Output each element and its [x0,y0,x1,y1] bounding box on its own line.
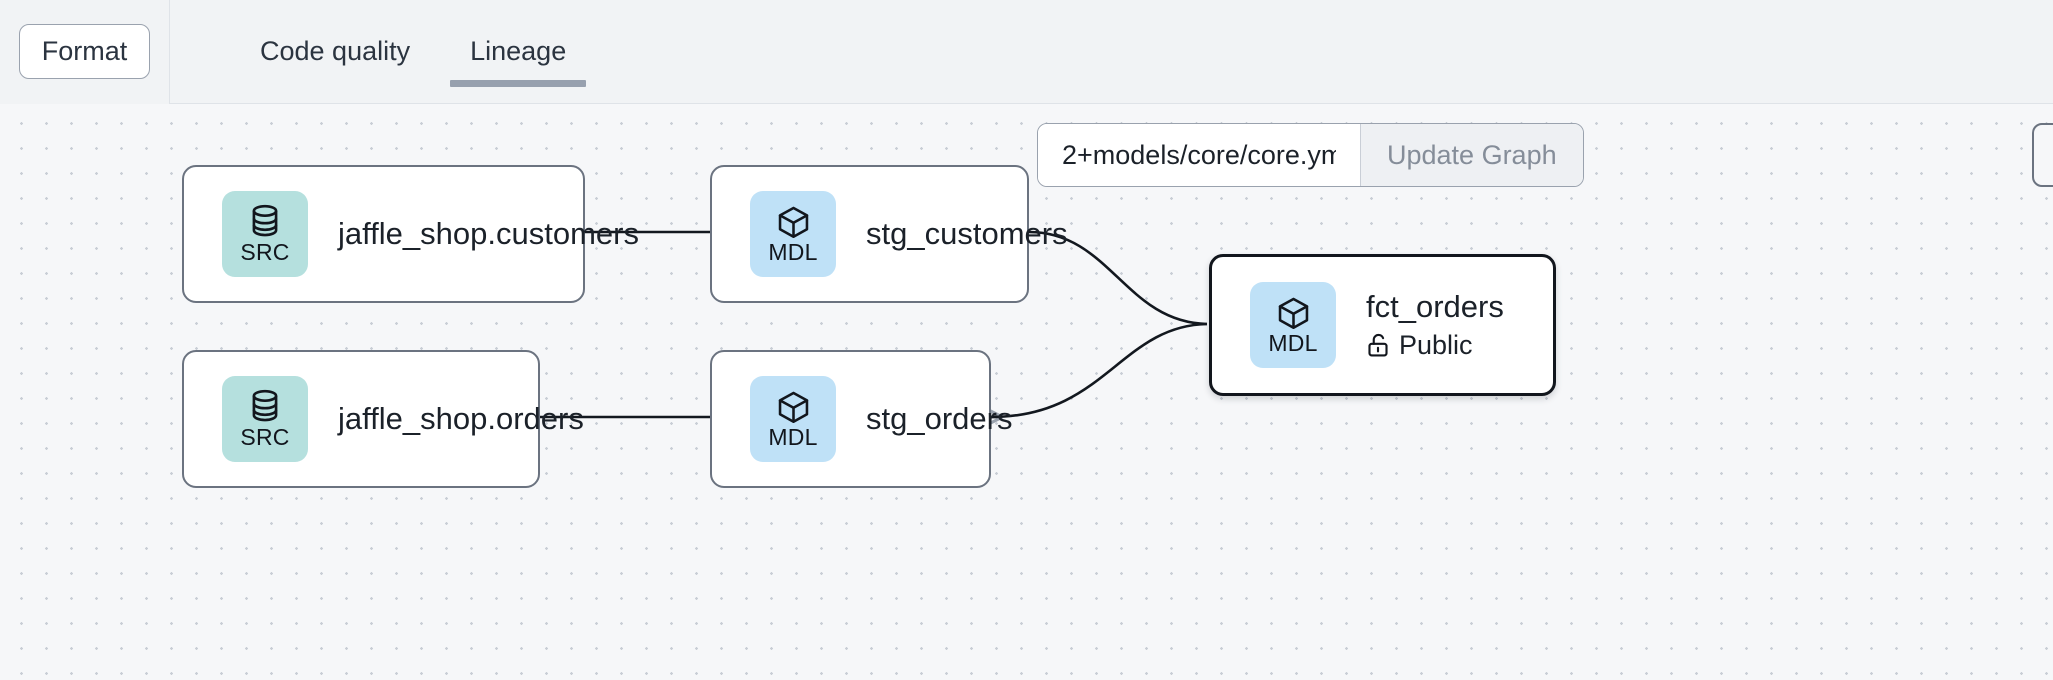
node-body: stg_orders [866,401,1012,437]
node-body: jaffle_shop.orders [338,401,584,437]
lineage-node-stg-customers[interactable]: MDL stg_customers [710,165,1068,303]
format-button-zone: Format [0,0,170,104]
node-access-meta: Public [1366,330,1504,361]
tab-code-quality-label: Code quality [260,36,411,66]
lineage-node-fct-orders[interactable]: MDL fct_orders Public [1209,254,1556,396]
model-badge-label: MDL [1268,329,1318,356]
cube-icon [778,206,808,238]
tab-bar: Code quality Lineage [170,0,596,104]
format-button[interactable]: Format [18,24,151,79]
node-title: stg_orders [866,401,1013,437]
model-badge: MDL [1250,282,1336,368]
database-icon [252,204,278,237]
model-badge-label: MDL [768,238,818,265]
cube-icon [778,391,808,423]
source-badge: SRC [222,191,308,277]
node-title: jaffle_shop.orders [338,401,584,437]
model-badge: MDL [750,376,836,462]
tab-code-quality[interactable]: Code quality [230,0,440,104]
tab-lineage[interactable]: Lineage [440,0,596,104]
source-badge-label: SRC [240,239,290,265]
model-badge: MDL [750,191,836,277]
model-badge-label: MDL [768,423,818,450]
graph-selector-toolbar: Update Graph [1037,123,1584,187]
source-badge-label: SRC [240,424,290,450]
node-body: fct_orders Public [1366,289,1504,361]
lineage-canvas[interactable]: SRC jaffle_shop.customers MDL stg_custom… [0,104,2053,680]
source-badge: SRC [222,376,308,462]
node-body: jaffle_shop.customers [338,216,639,252]
lineage-node-stg-orders[interactable]: MDL stg_orders [710,350,1012,488]
node-title: stg_customers [866,216,1068,252]
unlock-icon [1368,334,1388,357]
node-access-label: Public [1399,329,1473,360]
lineage-node-jaffle-shop-customers[interactable]: SRC jaffle_shop.customers [182,165,639,303]
editor-toolbar: Format Code quality Lineage [0,0,2053,104]
node-body: stg_customers [866,216,1068,252]
cube-icon [1278,297,1308,329]
lineage-node-jaffle-shop-orders[interactable]: SRC jaffle_shop.orders [182,350,584,488]
graph-selector-input[interactable] [1038,124,1360,186]
node-title: jaffle_shop.customers [338,216,639,252]
graph-overflow-control[interactable] [2032,123,2053,187]
database-icon [252,389,278,422]
node-title: fct_orders [1366,289,1504,325]
tab-lineage-label: Lineage [470,36,567,66]
update-graph-button[interactable]: Update Graph [1360,124,1583,186]
edge-stg-orders-to-fct-orders [990,322,1208,419]
